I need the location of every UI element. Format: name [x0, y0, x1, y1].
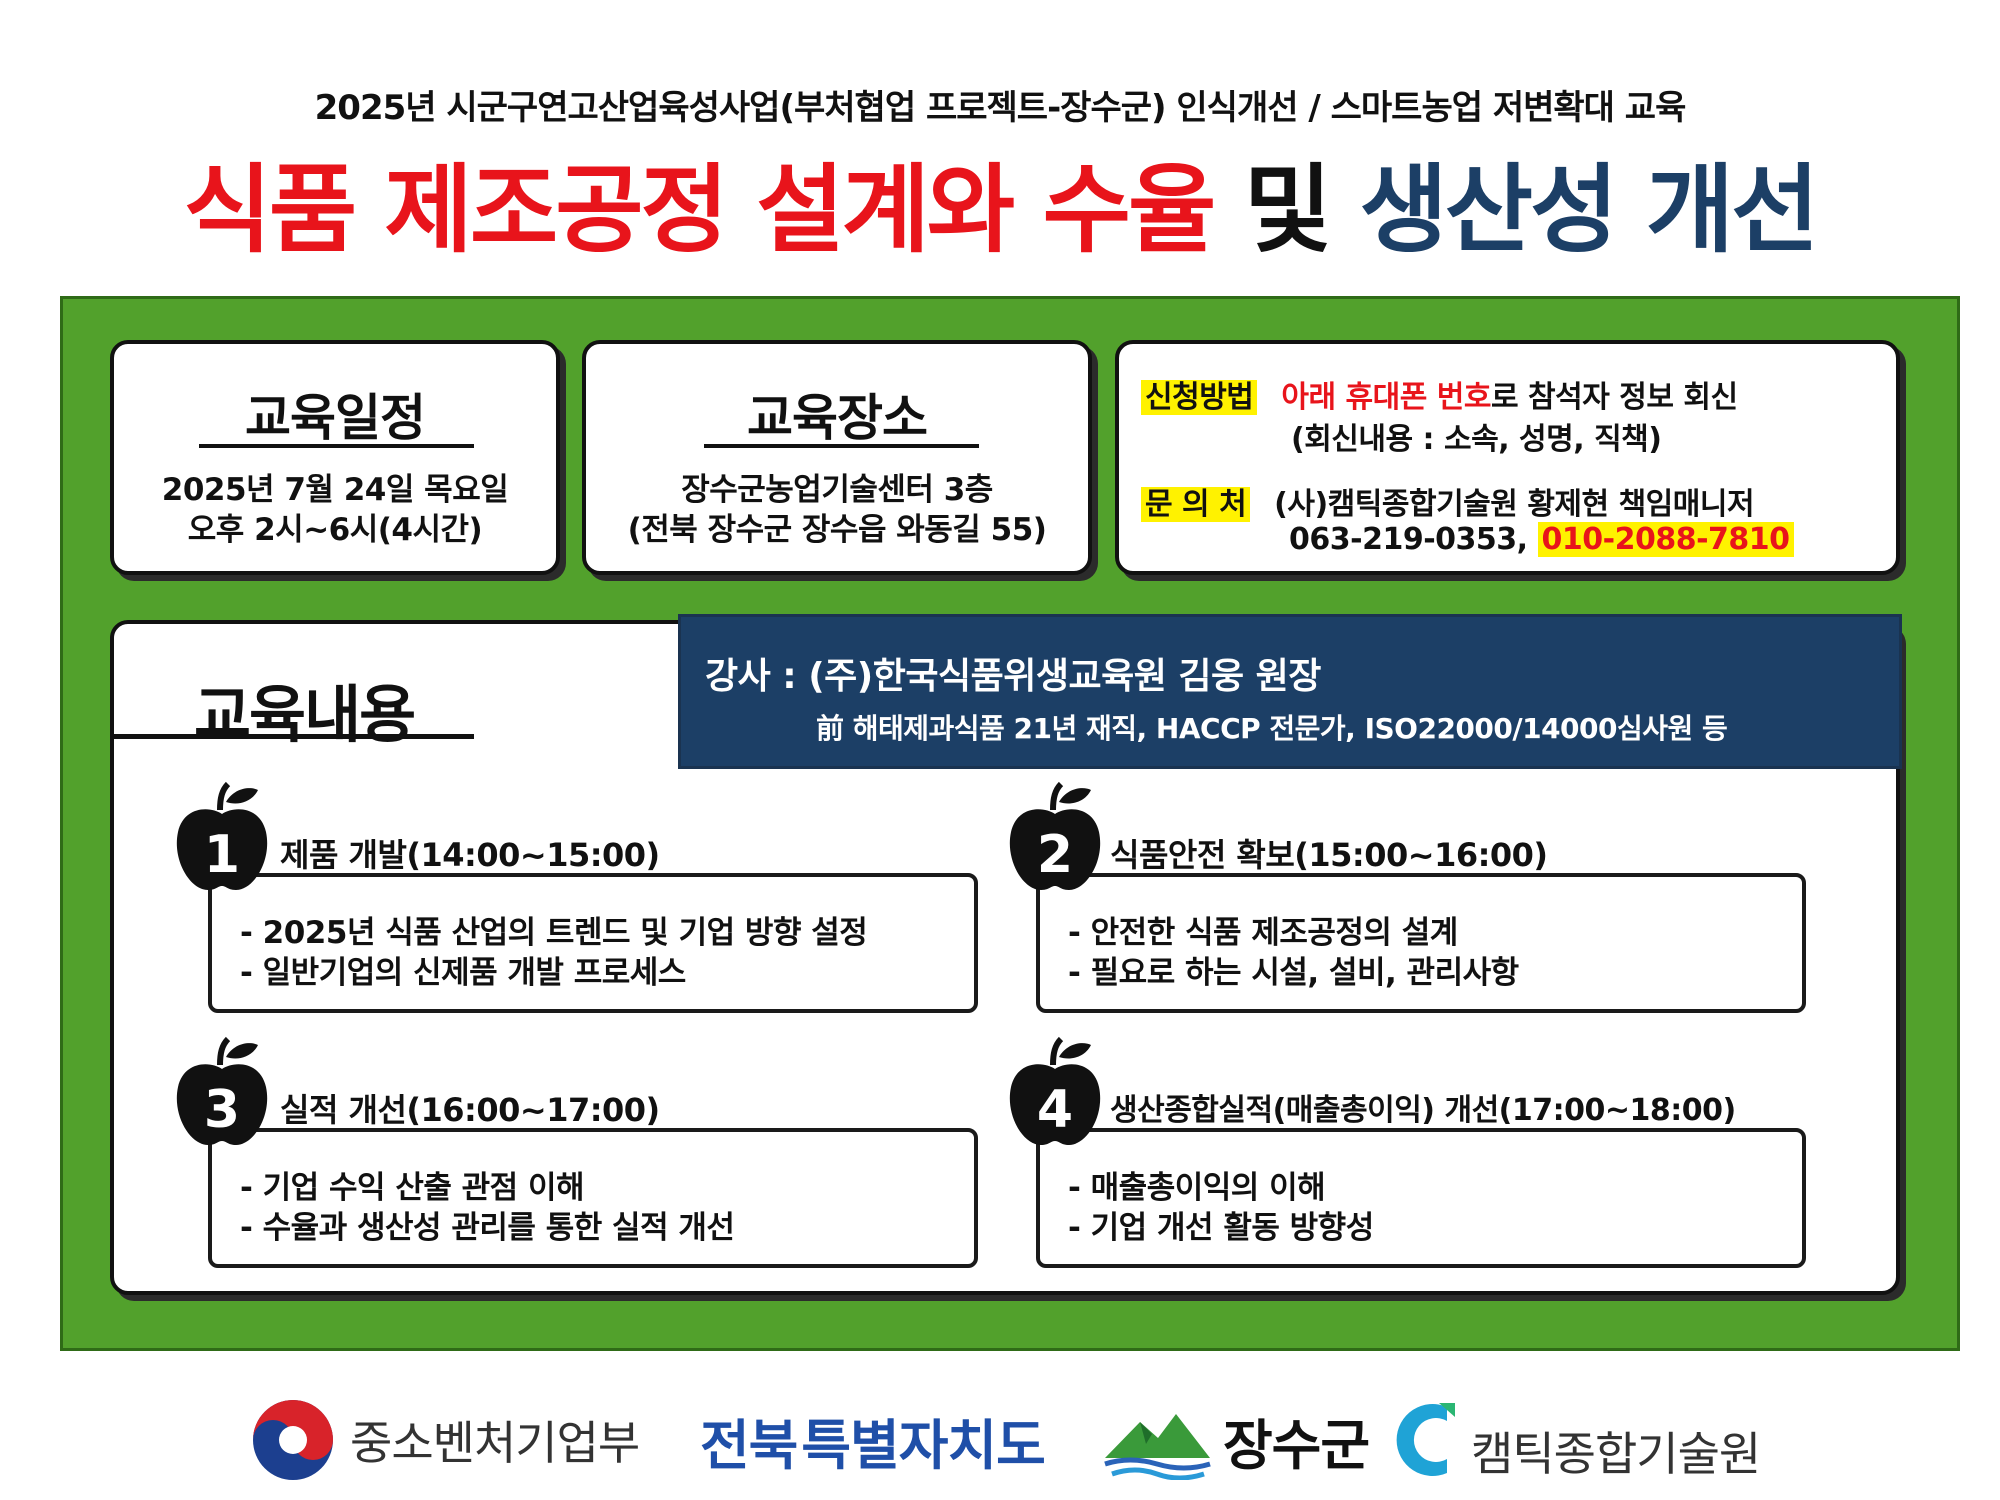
place-card: 교육장소 장수군농업기술센터 3층 (전북 장수군 장수읍 와동길 55) [582, 340, 1092, 575]
module-4-title: 생산종합실적(매출총이익) 개선(17:00~18:00) [1110, 1093, 1736, 1128]
lecturer-banner: 강사 : (주)한국식품위생교육원 김웅 원장 前 해태제과식품 21년 재직,… [678, 614, 1902, 769]
place-underline [704, 444, 979, 448]
contact-phones: 063-219-0353, 010-2088-7810 [1289, 522, 1794, 557]
module-1-item-2: - 일반기업의 신제품 개발 프로세스 [240, 955, 686, 991]
content-underline [114, 734, 474, 739]
module-3-box: - 기업 수익 산출 관점 이해 - 수율과 생산성 관리를 통한 실적 개선 [208, 1128, 978, 1268]
module-2-title: 식품안전 확보(15:00~16:00) [1110, 836, 1548, 874]
schedule-time: 오후 2시~6시(4시간) [187, 512, 483, 548]
module-1-number: 1 [204, 825, 240, 885]
content-heading: 교육내용 [194, 678, 416, 751]
place-heading: 교육장소 [747, 389, 928, 447]
module-4-item-2: - 기업 개선 활동 방향성 [1068, 1210, 1374, 1246]
schedule-date: 2025년 7월 24일 목요일 [161, 472, 509, 508]
logo-camtic-text: 캠틱종합기술원 [1471, 1427, 1761, 1481]
taegeuk-logo-icon [253, 1400, 333, 1480]
place-venue: 장수군농업기술센터 3층 [681, 472, 993, 508]
apply-method-label: 신청방법 [1141, 380, 1258, 415]
apple-1-icon: 1 [176, 781, 268, 890]
logo-camtic: 캠틱종합기술원 [1395, 1395, 1761, 1485]
schedule-card: 교육일정 2025년 7월 24일 목요일 오후 2시~6시(4시간) [110, 340, 560, 575]
contact-org: (사)캠틱종합기술원 황제현 책임매니저 [1274, 487, 1755, 522]
apple-2-icon: 2 [1009, 781, 1101, 890]
module-2-item-2: - 필요로 하는 시설, 설비, 관리사항 [1068, 955, 1519, 991]
module-3-number: 3 [204, 1080, 240, 1140]
module-2-number: 2 [1037, 825, 1073, 885]
lecturer-name: 강사 : (주)한국식품위생교육원 김웅 원장 [705, 656, 1321, 697]
schedule-underline [199, 444, 474, 448]
module-1-item-1: - 2025년 식품 산업의 트렌드 및 기업 방향 설정 [240, 915, 868, 951]
contact-row: 문 의 처 (사)캠틱종합기술원 황제현 책임매니저 [1141, 479, 1755, 523]
apply-method-detail: (회신내용 : 소속, 성명, 직책) [1291, 422, 1662, 457]
event-subtitle: 2025년 시군구연고산업육성사업(부처협업 프로젝트-장수군) 인식개선 / … [314, 88, 1687, 128]
module-3-title: 실적 개선(16:00~17:00) [280, 1091, 660, 1129]
camtic-logo-icon [1396, 1403, 1455, 1476]
module-1-title: 제품 개발(14:00~15:00) [280, 836, 660, 874]
lecturer-career: 前 해태제과식품 21년 재직, HACCP 전문가, ISO22000/140… [816, 712, 1728, 745]
logo-jeonbuk-a: 전북 [700, 1413, 798, 1477]
schedule-heading: 교육일정 [245, 389, 426, 447]
apply-method-text: 로 참석자 정보 회신 [1490, 380, 1738, 415]
contact-phone-mobile: 010-2088-7810 [1537, 522, 1794, 557]
event-title: 식품 제조공정 설계와 수율 및 생산성 개선 [0, 150, 2000, 270]
mountain-logo-icon [1104, 1414, 1211, 1480]
logo-jangsu-text: 장수군 [1223, 1413, 1370, 1477]
title-conjunction: 및 [1243, 154, 1332, 266]
logo-ministry: 중소벤처기업부 [250, 1395, 640, 1485]
title-red-part: 식품 제조공정 설계와 수율 [183, 154, 1217, 266]
logo-jeonbuk: 전북 특별자치도 [700, 1395, 1046, 1485]
logo-jangsu: 장수군 [1100, 1395, 1370, 1485]
logo-jeonbuk-b: 특별자치도 [801, 1413, 1045, 1477]
module-3-item-2: - 수율과 생산성 관리를 통한 실적 개선 [240, 1210, 735, 1246]
contact-phone-office: 063-219-0353, [1289, 522, 1528, 557]
module-4-item-1: - 매출총이익의 이해 [1068, 1170, 1326, 1206]
apply-method-highlight: 아래 휴대폰 번호 [1281, 380, 1491, 415]
title-navy-part: 생산성 개선 [1359, 154, 1819, 266]
logo-ministry-text: 중소벤처기업부 [350, 1416, 640, 1470]
module-3-item-1: - 기업 수익 산출 관점 이해 [240, 1170, 585, 1206]
apply-method-row: 신청방법 아래 휴대폰 번호로 참석자 정보 회신 [1141, 372, 1738, 416]
place-address: (전북 장수군 장수읍 와동길 55) [627, 512, 1047, 548]
module-1-box: - 2025년 식품 산업의 트렌드 및 기업 방향 설정 - 일반기업의 신제… [208, 873, 978, 1013]
apply-card: 신청방법 아래 휴대폰 번호로 참석자 정보 회신 (회신내용 : 소속, 성명… [1115, 340, 1900, 575]
module-2-box: - 안전한 식품 제조공정의 설계 - 필요로 하는 시설, 설비, 관리사항 [1036, 873, 1806, 1013]
apple-4-icon: 4 [1009, 1036, 1101, 1145]
module-4-number: 4 [1037, 1080, 1073, 1140]
module-2-item-1: - 안전한 식품 제조공정의 설계 [1068, 915, 1458, 951]
contact-label: 문 의 처 [1141, 487, 1251, 522]
apple-3-icon: 3 [176, 1036, 268, 1145]
module-4-box: - 매출총이익의 이해 - 기업 개선 활동 방향성 [1036, 1128, 1806, 1268]
